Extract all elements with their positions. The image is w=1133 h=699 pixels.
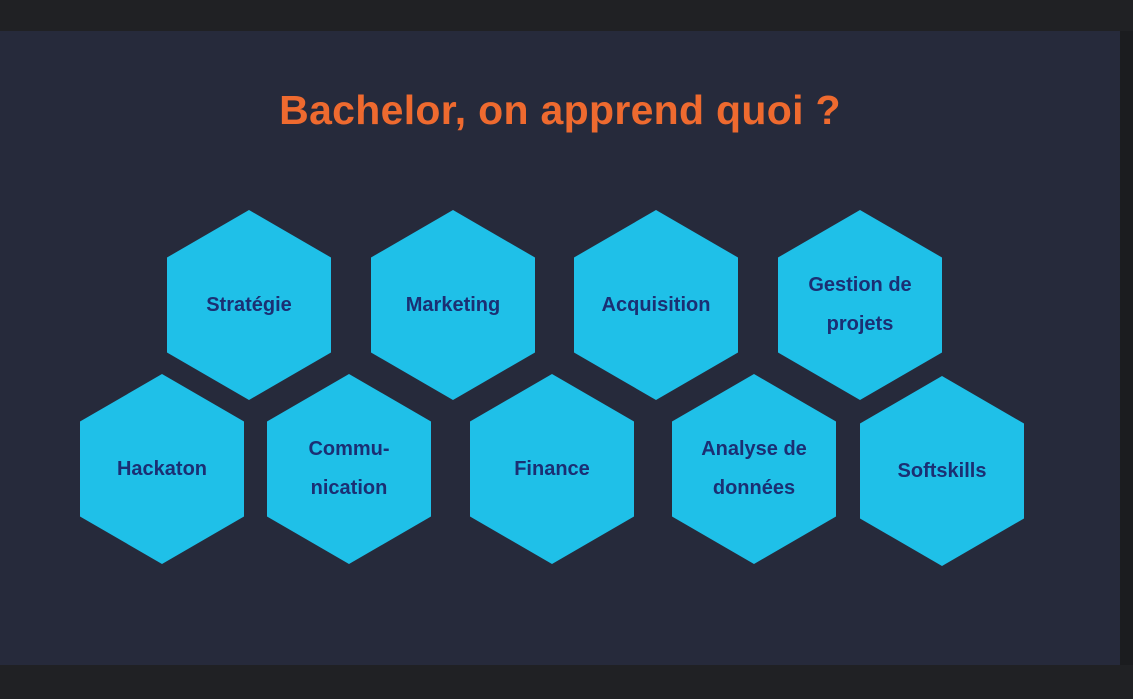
- hexagon-label-line2: données: [712, 477, 796, 499]
- hexagon-marketing: Marketing: [371, 210, 535, 400]
- slide: Bachelor, on apprend quoi ? Stratégie Ma…: [0, 31, 1120, 665]
- hexagon-label: Softskills: [872, 452, 1012, 491]
- slide-title: Bachelor, on apprend quoi ?: [279, 87, 841, 133]
- hexagon-label-line2: nication: [310, 477, 388, 499]
- hexagon-label: Commu- nication: [279, 430, 419, 508]
- hexagon-label-line1: Softskills: [897, 459, 987, 482]
- hexagon-label: Stratégie: [179, 286, 319, 325]
- hexagon-label: Analyse de données: [684, 430, 824, 508]
- hexagon-label: Hackaton: [92, 450, 232, 489]
- hexagon-gestion-de-projets: Gestion de projets: [778, 210, 942, 400]
- hexagon-label-line1: Analyse de: [701, 438, 807, 460]
- hexagon-label: Finance: [482, 450, 622, 489]
- hexagon-label-line1: Marketing: [405, 293, 501, 316]
- hexagon-label-line1: Commu-: [308, 438, 390, 460]
- hexagon-softskills: Softskills: [860, 376, 1024, 566]
- hexagon-communication: Commu- nication: [267, 374, 431, 564]
- hexagon-label-line1: Hackaton: [116, 457, 208, 480]
- hexagon-label: Marketing: [383, 286, 523, 325]
- hexagon-label: Gestion de projets: [790, 266, 930, 344]
- hexagon-hackaton: Hackaton: [80, 374, 244, 564]
- hexagon-label-line1: Finance: [514, 457, 590, 480]
- hexagon-finance: Finance: [470, 374, 634, 564]
- hexagon-strategie: Stratégie: [167, 210, 331, 400]
- hexagon-label-line2: projets: [826, 313, 894, 335]
- hexagon-acquisition: Acquisition: [574, 210, 738, 400]
- hexagon-label: Acquisition: [586, 286, 726, 325]
- hexagon-label-line1: Stratégie: [206, 293, 292, 316]
- hexagon-label-line1: Gestion de: [808, 274, 912, 296]
- hexagon-analyse-de-donnees: Analyse de données: [672, 374, 836, 564]
- hexagon-label-line1: Acquisition: [601, 293, 711, 316]
- viewer-edge: [1120, 31, 1133, 665]
